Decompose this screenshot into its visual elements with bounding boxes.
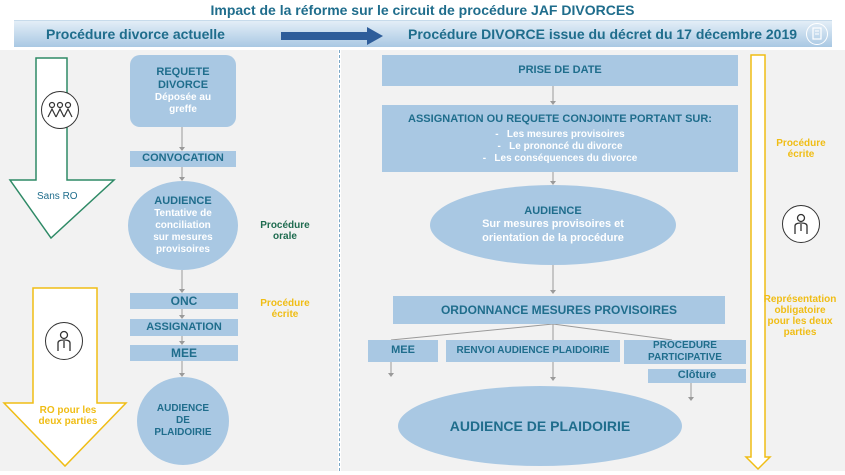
assignation-requete-box: ASSIGNATION OU REQUETE CONJOINTE PORTANT… — [382, 105, 738, 172]
header-right-label: Procédure DIVORCE issue du décret du 17 … — [408, 26, 798, 42]
renvoi-audience-box: RENVOI AUDIENCE PLAIDOIRIE — [446, 340, 620, 362]
person-icon — [45, 322, 83, 360]
person-icon — [782, 205, 820, 243]
cloture-box: Clôture — [648, 369, 746, 383]
mee-box-left: MEE — [130, 345, 238, 361]
onc-box: ONC — [130, 293, 238, 309]
procedure-participative-box: PROCEDURE PARTICIPATIVE — [624, 340, 746, 364]
document-icon — [806, 23, 828, 45]
audience-plaidoirie-ellipse-right: AUDIENCE DE PLAIDOIRIE — [398, 386, 682, 466]
convocation-box: CONVOCATION — [130, 151, 236, 167]
header-left-label: Procédure divorce actuelle — [46, 26, 225, 42]
panel-divider — [339, 50, 340, 471]
sans-ro-label: Sans RO — [37, 191, 78, 202]
audience-conciliation-ellipse: AUDIENCE Tentative de conciliation sur m… — [128, 181, 238, 270]
prise-de-date-box: PRISE DE DATE — [382, 55, 738, 86]
mee-box-right: MEE — [368, 340, 438, 362]
assignation-item: Le prononcé du divorce — [483, 141, 638, 153]
assignation-item: Les conséquences du divorce — [483, 153, 637, 165]
ordonnance-box: ORDONNANCE MESURES PROVISOIRES — [393, 296, 725, 324]
representation-label: Représentation obligatoire pour les deux… — [763, 294, 837, 338]
group-icon — [41, 91, 79, 129]
requete-divorce-box: REQUETE DIVORCE Déposée au greffe — [130, 55, 236, 127]
audience-mesures-ellipse: AUDIENCE Sur mesures provisoires et orie… — [430, 185, 676, 265]
assignation-item: Les mesures provisoires — [483, 129, 638, 141]
diagram-title: Impact de la réforme sur le circuit de p… — [210, 2, 635, 18]
assignation-box-left: ASSIGNATION — [130, 319, 238, 336]
header-arrow-icon — [281, 27, 383, 45]
header-bar — [14, 20, 832, 47]
audience-plaidoirie-ellipse-left: AUDIENCE DE PLAIDOIRIE — [137, 377, 229, 465]
